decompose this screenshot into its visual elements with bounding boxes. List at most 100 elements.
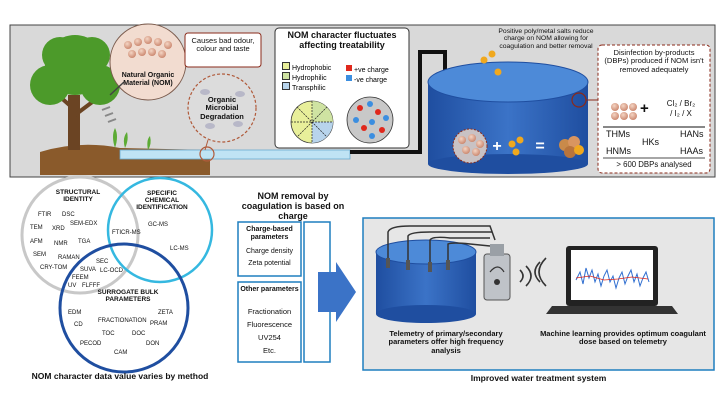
probe-tips (386, 258, 450, 272)
dbp-count: > 600 DBPs analysed (616, 160, 692, 169)
venn-surrogate (58, 242, 190, 374)
dbp-nom-particles (611, 103, 637, 120)
legend-hydrophobic: Hydrophobic (282, 57, 331, 75)
method-label: SEM (33, 252, 47, 258)
method-label: AFM (30, 239, 43, 245)
sensor-probes-icon (387, 225, 496, 266)
method-label: CAM (114, 350, 128, 356)
coag-arrow (318, 262, 356, 322)
legend-positive: +ve charge (346, 59, 389, 77)
method-label: GC-MS (148, 222, 168, 228)
telemetry-text: Telemetry of primary/secondary parameter… (388, 329, 504, 355)
method-label: DON (146, 341, 160, 347)
zoom-marker (199, 146, 215, 162)
legend-transphilic: Transphilic (282, 77, 326, 95)
character-title: NOM character fluctuates affecting treat… (287, 30, 397, 50)
method-label: TGA (78, 239, 91, 245)
tree-canopy (30, 35, 120, 105)
legend-label: Transphilic (292, 85, 326, 92)
venn-caption: NOM character data value varies by metho… (31, 371, 209, 381)
tank-coagulant (508, 136, 524, 156)
tank-nom-particles (458, 134, 484, 156)
method-label: FTIR (38, 212, 52, 218)
degradation-label: Organic Microbial Degradation (200, 95, 244, 121)
improved-caption: Improved water treatment system (470, 373, 607, 383)
telemetry-tank (375, 239, 477, 323)
coag-title: NOM removal by coagulation is based on c… (241, 191, 345, 221)
dbp-hks: HKs (642, 137, 660, 147)
method-label: DSC (62, 212, 75, 218)
telemetry-unit-icon (483, 244, 511, 301)
legend-swatch (346, 64, 352, 71)
venn-surrogate-title: SURROGATE BULK PARAMETERS (97, 289, 159, 304)
telemetry-trace (575, 267, 650, 290)
other-item: Etc. (263, 346, 276, 355)
dbp-hans: HANs (680, 129, 704, 139)
legend-label: -ve charge (354, 77, 388, 84)
nom-arrow (109, 81, 125, 96)
method-label: EDM (68, 310, 82, 316)
method-label: PECOD (80, 341, 102, 347)
method-label: FLFFF (82, 283, 100, 289)
other-title: Other parameters (240, 286, 299, 293)
charge-circle (346, 96, 394, 144)
nom-particles (124, 36, 172, 58)
venn-structural-title: STRUCTURAL IDENTITY (55, 189, 101, 204)
other-box (237, 281, 302, 363)
odour-text: Causes bad odour, colour and taste (191, 36, 255, 54)
legend-negative: -ve charge (346, 69, 387, 87)
dbp-plus: + (640, 100, 649, 117)
dbp-box (597, 44, 711, 174)
charge-title: Charge-based parameters (246, 226, 293, 241)
telemetry-trend (575, 275, 649, 281)
other-item: UV254 (258, 333, 281, 342)
coagulation-tank (427, 61, 589, 174)
dbp-thms: THMs (606, 129, 630, 139)
salt-ions-icon (480, 50, 502, 76)
legend-swatch (282, 71, 290, 80)
microbe-icons (200, 89, 245, 129)
legend-swatch (346, 74, 352, 81)
method-label: LC-MS (170, 246, 189, 252)
tank-equals: = (535, 138, 545, 155)
method-label: FTICR-MS (112, 230, 141, 236)
falling-leaves-icon (101, 106, 117, 123)
charge-item: Zeta potential (248, 260, 291, 267)
method-label: ZETA (158, 310, 173, 316)
legend-label: Hydrophobic (292, 65, 332, 72)
method-label: SEC (96, 259, 109, 265)
other-item: Fluorescence (246, 320, 293, 329)
tank-plus: + (492, 138, 502, 155)
venn-chemical-title: SPECIFIC CHEMICAL IDENTIFICATION (136, 190, 188, 212)
river (119, 149, 351, 160)
legend-swatch (282, 61, 290, 70)
legend-swatch (282, 81, 290, 90)
odour-box (184, 32, 262, 68)
dbp-reagent-1: Cl₂ / Br₂ (666, 99, 696, 108)
pipe (350, 50, 447, 154)
ml-text: Machine learning provides optimum coagul… (540, 329, 706, 347)
method-label: FEEM (72, 275, 89, 281)
charge-box (237, 221, 302, 277)
other-item: Fractionation (247, 307, 292, 316)
legend-label: +ve charge (354, 67, 389, 74)
dbp-reagent-2: / I₂ / X (670, 109, 692, 118)
degradation-connector (204, 139, 209, 151)
salts-text: Positive poly/metal salts reduce charge … (498, 28, 594, 50)
plants (113, 128, 151, 150)
method-label: CD (74, 322, 83, 328)
dbp-title: Disinfection by-products (DBPs) produced… (604, 48, 704, 74)
method-label: TEM (30, 225, 43, 231)
nom-circle (109, 23, 187, 101)
method-label: CRY-TOM (40, 265, 68, 271)
method-label: LC-OCD (100, 268, 124, 274)
method-label: TOC (102, 331, 115, 337)
dbp-haas: HAAs (680, 146, 704, 156)
method-label: SUVA (80, 267, 96, 273)
character-legend: Hydrophobic Hydrophilic Transphilic +ve … (282, 57, 407, 101)
legend-hydrophilic: Hydrophilic (282, 67, 327, 85)
floc-icon (559, 136, 584, 158)
method-label: NMR (54, 241, 68, 247)
method-label: FRACTIONATION (98, 318, 147, 324)
